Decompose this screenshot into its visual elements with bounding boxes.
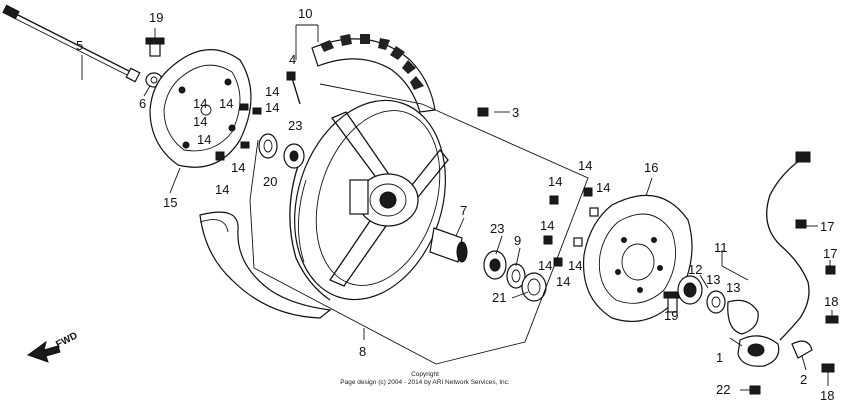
callout-3: 3	[512, 105, 519, 120]
copyright-notice: Copyright Page design (c) 2004 - 2014 by…	[340, 371, 510, 386]
tire-top	[311, 34, 436, 113]
callout-23-right: 23	[490, 221, 504, 236]
callout-labels: 19 5 6 14 14 14 14 14 14 14 14 15 10 4 2…	[76, 6, 838, 403]
callout-14-j: 14	[548, 174, 562, 189]
nuts-14	[215, 103, 599, 267]
left-brake-disc	[149, 49, 252, 168]
leader-lines	[81, 24, 833, 391]
speedometer-cable	[766, 151, 811, 341]
callout-14-c: 14	[219, 96, 233, 111]
tire-lower-left	[199, 211, 332, 319]
assembly-outline	[249, 83, 589, 365]
copyright-line-1: Copyright	[411, 371, 439, 378]
callout-14-o: 14	[556, 274, 570, 289]
callout-14-a: 14	[265, 84, 279, 99]
callout-19-top: 19	[149, 10, 163, 25]
callout-17-b: 17	[823, 246, 837, 261]
callout-13-b: 13	[726, 280, 740, 295]
callout-9: 9	[514, 233, 521, 248]
collar-7	[429, 227, 468, 263]
speedometer-gearbox	[737, 335, 780, 367]
callout-14-b: 14	[193, 96, 207, 111]
fwd-label: FWD	[54, 330, 79, 350]
callout-5: 5	[76, 38, 83, 53]
callout-10: 10	[298, 6, 312, 21]
nut-3	[477, 107, 489, 117]
callout-14-h: 14	[215, 182, 229, 197]
callout-1: 1	[716, 350, 723, 365]
speedometer-gear-set	[677, 275, 759, 335]
callout-4: 4	[289, 52, 296, 67]
callout-8: 8	[359, 344, 366, 359]
callout-19-right: 19	[664, 308, 678, 323]
callout-14-m: 14	[538, 258, 552, 273]
callout-22: 22	[716, 382, 730, 397]
bearing-right	[483, 250, 547, 302]
callout-14-g: 14	[231, 160, 245, 175]
callout-18-a: 18	[824, 294, 838, 309]
bolt-19	[145, 37, 165, 57]
callout-23-left: 23	[288, 118, 302, 133]
callout-14-i: 14	[578, 158, 592, 173]
axle	[2, 4, 141, 83]
arrow-icon	[26, 340, 61, 363]
callout-6: 6	[139, 96, 146, 111]
callout-14-k: 14	[596, 180, 610, 195]
callout-17-a: 17	[820, 219, 834, 234]
callout-21: 21	[492, 290, 506, 305]
callout-16: 16	[644, 160, 658, 175]
right-brake-disc	[582, 194, 693, 322]
callout-11: 11	[714, 240, 728, 255]
callout-14-d: 14	[265, 100, 279, 115]
callout-2: 2	[800, 372, 807, 387]
copyright-line-2: Page design (c) 2004 - 2014 by ARI Netwo…	[340, 379, 510, 386]
callout-15: 15	[163, 195, 177, 210]
callout-13-a: 13	[706, 272, 720, 287]
callout-12: 12	[688, 262, 702, 277]
callout-7: 7	[460, 203, 467, 218]
callout-14-n: 14	[568, 258, 582, 273]
bearing-left	[258, 133, 305, 169]
callout-18-b: 18	[820, 388, 834, 403]
callout-14-e: 14	[193, 114, 207, 129]
retainer-2	[791, 340, 813, 359]
main-wheel	[289, 99, 449, 301]
valve-stem	[286, 71, 301, 105]
callout-14-l: 14	[540, 218, 554, 233]
callout-14-f: 14	[197, 132, 211, 147]
callout-20: 20	[263, 174, 277, 189]
fwd-arrow-indicator: FWD	[26, 330, 80, 363]
